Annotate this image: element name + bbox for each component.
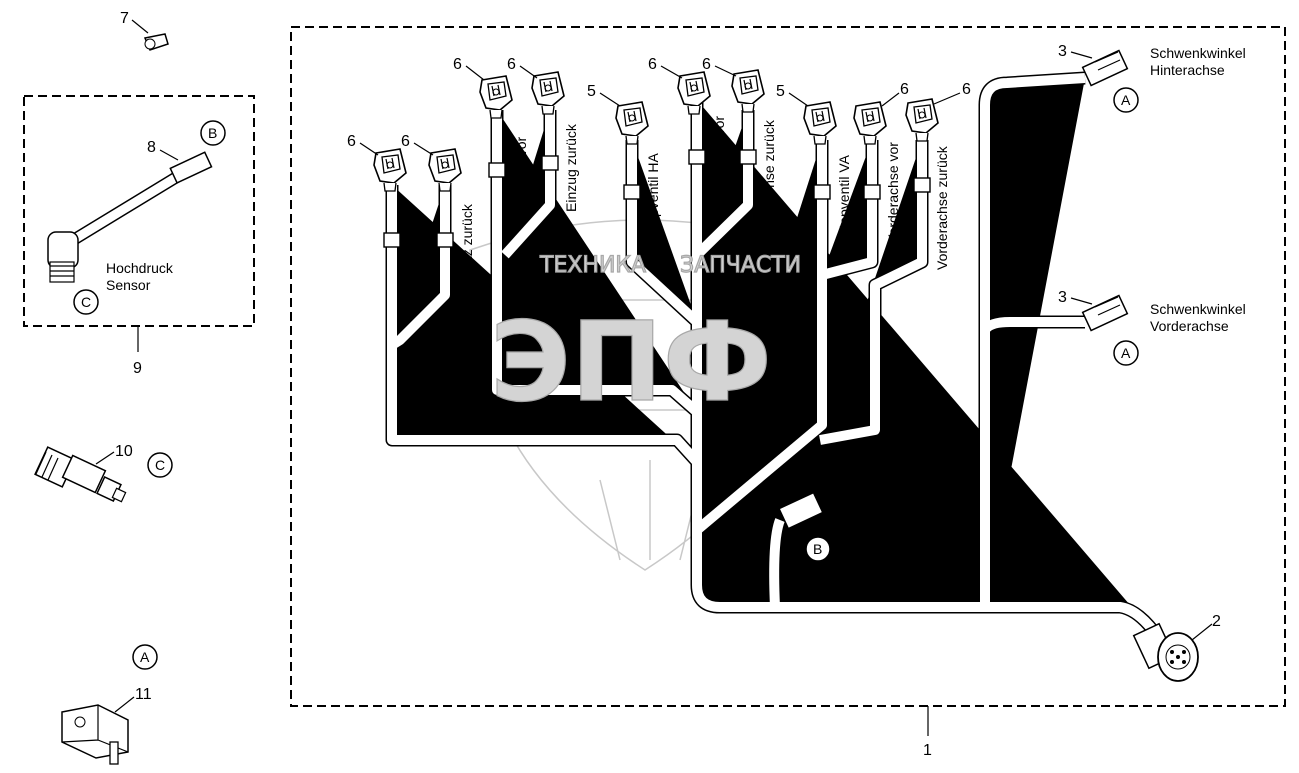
connector-einzug-zurueck (531, 71, 565, 115)
diagram-label: Sensor (815, 481, 860, 497)
diagram-label: B (813, 541, 822, 557)
diagram-label: Hochdruck (106, 260, 174, 276)
connector-vorderachse-vor (853, 101, 887, 145)
angle-sensor-item-11: A 11 (61, 644, 158, 765)
item-9-label: 9 (133, 360, 142, 377)
diagram-label: A (1121, 345, 1131, 361)
connector-einzug-vor (479, 75, 513, 119)
diagram-label: Hochdruck (815, 464, 883, 480)
label-vorsatz-zurueck: Vorsatz zurück (459, 203, 475, 296)
hochdruck-sensor-plug: Hochdruck Sensor B 4 (778, 464, 883, 562)
callout-6: 6 (453, 56, 462, 73)
item-callouts: 6 6 6 6 5 6 6 5 6 6 (347, 56, 971, 156)
diagram-label: Sensor (106, 277, 151, 293)
callout-6: 6 (401, 133, 410, 150)
connector-stopventil-va (803, 101, 837, 145)
label-hinterachse-zurueck: Hinterachse zurück (761, 119, 777, 240)
diagram-label: B (208, 125, 217, 141)
label-einzug-vor: Einzug vor (513, 137, 529, 203)
label-stopventil-ha: Stopventil HA (645, 153, 661, 238)
diagram-label: Schwenkwinkel (1150, 301, 1246, 317)
diagram-label: A (1121, 92, 1131, 108)
connector-stopventil-ha (615, 101, 649, 145)
diagram-label: 3 (1058, 43, 1067, 60)
valve-labels: Vorsatz vor Vorsatz zurück Einzug vor Ei… (403, 116, 950, 300)
main-round-connector: 2 (1132, 613, 1221, 682)
connector-hinterachse-zurueck (731, 69, 765, 113)
connector-vorsatz-vor (373, 148, 407, 192)
diagram-label: 2 (1212, 613, 1221, 630)
label-vorderachse-vor: Vorderachse vor (885, 142, 901, 244)
connector-vorsatz-zurueck (428, 148, 462, 192)
callout-6: 6 (507, 56, 516, 73)
pressure-sensor-item-10: 10 C (34, 443, 173, 503)
label-stopventil-va: Stopventil VA (836, 154, 852, 238)
diagram-label: Vorderachse (1150, 318, 1229, 334)
diagram-label: 8 (147, 139, 156, 156)
callout-6: 6 (347, 133, 356, 150)
schwenkwinkel-vorderachse: 3 Schwenkwinkel Vorderachse A (1058, 289, 1246, 366)
label-vorderachse-zurueck: Vorderachse zurück (934, 145, 950, 270)
detail-group-frame (23, 95, 255, 327)
callout-6: 6 (962, 81, 971, 98)
connector-hinterachse-vor (677, 71, 711, 115)
callout-6: 6 (702, 56, 711, 73)
sensor-cable-item-8: 8 B Hochdruck Sensor C (47, 120, 226, 315)
callout-6: 6 (900, 81, 909, 98)
diagram-label: 10 (115, 443, 133, 460)
diagram-label: 3 (1058, 289, 1067, 306)
schwenkwinkel-hinterachse: 3 Schwenkwinkel Hinterachse A (1058, 43, 1246, 113)
diagram-label: Schwenkwinkel (1150, 45, 1246, 61)
label-hinterachse-vor: Hinterachse vor (711, 116, 727, 214)
callout-5: 5 (587, 83, 596, 100)
diagram-label: 4 (844, 531, 853, 548)
diagram-label: Hinterachse (1150, 62, 1225, 78)
label-vorsatz-vor: Vorsatz vor (403, 230, 419, 300)
diagram-label: 7 (120, 10, 129, 27)
diagram-label: C (81, 294, 91, 310)
item-1-label: 1 (923, 742, 932, 759)
harness-assembly-frame (290, 26, 1286, 707)
callout-5: 5 (776, 83, 785, 100)
callout-6: 6 (648, 56, 657, 73)
diagram-label: 11 (135, 686, 152, 703)
diagram-label: C (155, 457, 165, 473)
label-einzug-zurueck: Einzug zurück (563, 123, 579, 212)
connector-vorderachse-zurueck (905, 98, 939, 142)
diagram-label: A (140, 649, 150, 665)
cable-clip-item-7: 7 (120, 10, 169, 51)
